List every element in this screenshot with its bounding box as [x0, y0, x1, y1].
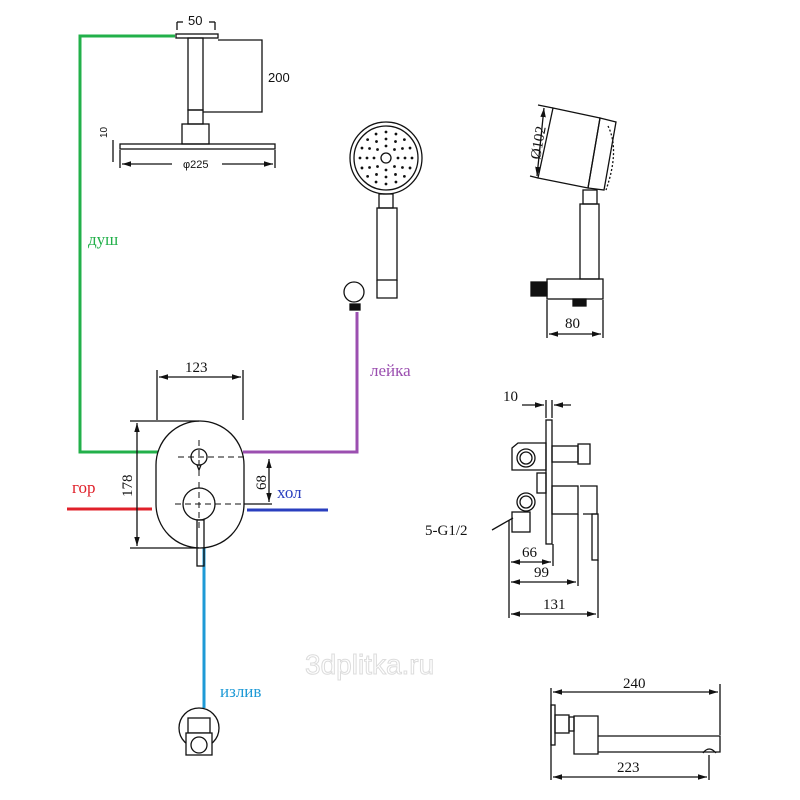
nozzle-dot — [394, 140, 397, 143]
nozzle-dot — [368, 166, 371, 169]
hand-shower-front-drawing — [343, 121, 423, 311]
dim-head-thickness: 10 — [99, 126, 110, 138]
nozzle-dot — [376, 148, 379, 151]
nozzle-dot — [384, 137, 388, 141]
dim-axis-spacing: 68 — [254, 475, 270, 490]
nozzle-dot — [384, 175, 388, 179]
nozzle-dot — [366, 138, 370, 142]
spout-side-drawing — [550, 684, 721, 780]
dim-spout-outlet: 223 — [617, 760, 640, 776]
nozzle-dot — [393, 148, 396, 151]
nozzle-dot — [360, 146, 364, 150]
dim-depth-99: 99 — [534, 565, 549, 581]
nozzle-dot — [360, 166, 364, 170]
nozzle-dot — [401, 147, 404, 150]
label-spout: излив — [220, 682, 261, 701]
dim-mixer-height: 178 — [120, 475, 136, 498]
nozzle-dot — [376, 165, 379, 168]
nozzle-dot — [403, 156, 407, 160]
nozzle-dot — [394, 180, 398, 184]
dim-plate-thickness: 10 — [503, 389, 518, 405]
handshower-pipe — [243, 312, 359, 454]
dim-head-diameter: φ225 — [183, 159, 209, 171]
nozzle-dot — [375, 173, 378, 176]
label-handshower: лейка — [370, 361, 411, 380]
dim-flange-width: 50 — [188, 13, 202, 28]
nozzle-dot — [366, 174, 370, 178]
shower-pipe — [78, 34, 175, 454]
nozzle-dot — [384, 168, 388, 172]
nozzle-dot — [374, 180, 378, 184]
nozzle-dot — [358, 156, 362, 160]
dim-depth-66: 66 — [522, 545, 538, 561]
nozzle-dot — [384, 130, 388, 134]
overhead-shower-drawing — [112, 21, 276, 168]
nozzle-dot — [393, 165, 396, 168]
watermark: 3dplitka.ru — [305, 649, 434, 680]
label-shower: душ — [88, 230, 118, 249]
spout-front-drawing — [178, 707, 220, 756]
dim-spout-total: 240 — [623, 676, 646, 692]
nozzle-dot — [394, 132, 398, 136]
hand-shower-side-drawing — [529, 104, 617, 338]
label-cold: хол — [277, 483, 302, 502]
dim-depth-131: 131 — [543, 597, 566, 613]
nozzle-dot — [374, 132, 378, 136]
dim-mixer-width: 123 — [185, 360, 208, 376]
dim-bracket-depth: 80 — [565, 316, 580, 332]
nozzle-dot — [408, 146, 412, 150]
dim-handshower-diameter: Ø102 — [528, 125, 550, 161]
nozzle-dot — [396, 156, 400, 160]
mixer-side-drawing — [491, 400, 599, 618]
nozzle-dot — [384, 182, 388, 186]
spray-nozzles — [358, 130, 414, 186]
dim-arm-length: 200 — [268, 70, 290, 85]
nozzle-dot — [408, 166, 412, 170]
nozzle-dot — [401, 166, 404, 169]
nozzle-dot — [372, 156, 376, 160]
thread-spec: 5-G1/2 — [425, 523, 468, 539]
label-hot: гор — [72, 478, 96, 497]
mixer-front-drawing — [130, 370, 272, 567]
nozzle-dot — [410, 156, 414, 160]
nozzle-dot — [394, 173, 397, 176]
nozzle-dot — [375, 140, 378, 143]
nozzle-dot — [402, 138, 406, 142]
nozzle-dot — [365, 156, 369, 160]
nozzle-dot — [368, 147, 371, 150]
nozzle-dot — [402, 174, 406, 178]
nozzle-dot — [384, 144, 388, 148]
